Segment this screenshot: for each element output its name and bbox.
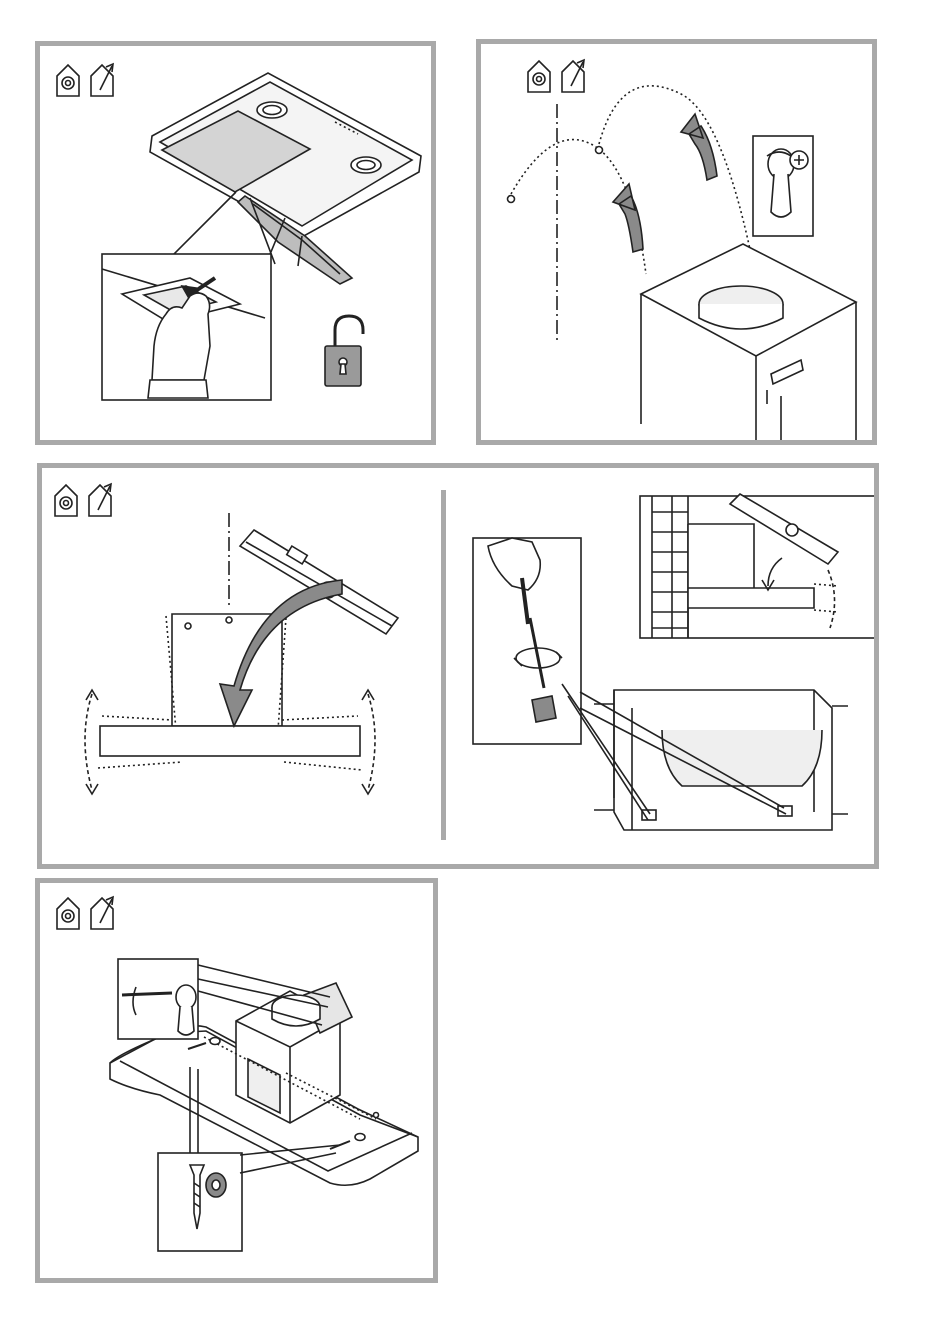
wall-screw bbox=[596, 147, 603, 154]
extraction-mode-icon bbox=[91, 897, 113, 929]
extraction-mode-icon bbox=[562, 60, 584, 92]
recirculation-mode-icon bbox=[55, 485, 77, 516]
hood-hanging-illustration bbox=[481, 44, 872, 440]
hood-leveling-illustration bbox=[42, 468, 874, 864]
wall-screw bbox=[508, 196, 515, 203]
recirculation-mode-icon bbox=[528, 61, 550, 92]
unlock-icon bbox=[335, 316, 363, 346]
recirculation-mode-icon bbox=[57, 898, 79, 929]
recirculation-mode-icon bbox=[57, 65, 79, 96]
panel-hood-leveling bbox=[37, 463, 879, 869]
hood-bar bbox=[100, 726, 360, 756]
extraction-mode-icon bbox=[89, 484, 111, 516]
hood-fixing-illustration bbox=[40, 883, 433, 1278]
lift-arrow-right bbox=[681, 114, 717, 180]
panel-filter-removal bbox=[35, 41, 436, 445]
extraction-mode-icon bbox=[91, 64, 113, 96]
filter-removal-illustration bbox=[40, 46, 431, 440]
panel-hood-fixing bbox=[35, 878, 438, 1283]
lift-arrow-left bbox=[613, 184, 643, 252]
panel-hood-hanging bbox=[476, 39, 877, 445]
